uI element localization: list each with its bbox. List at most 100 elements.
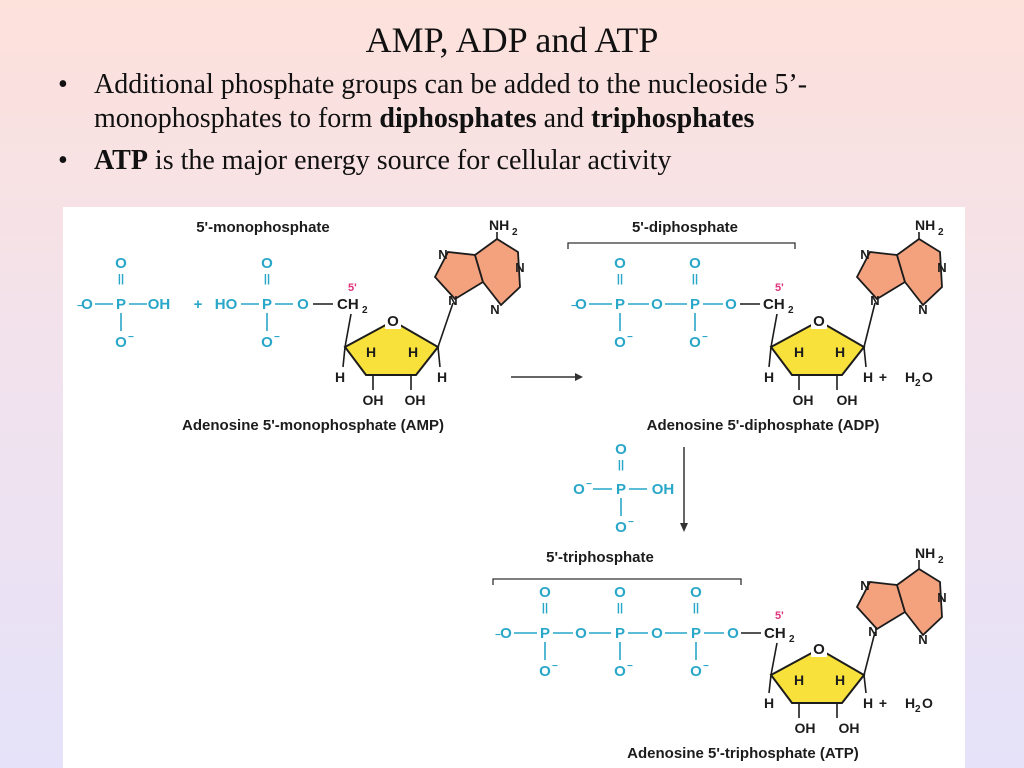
svg-text:O: O [689, 334, 701, 351]
svg-text:CH: CH [764, 625, 786, 642]
svg-text:2: 2 [512, 227, 518, 238]
svg-text:H: H [905, 369, 915, 385]
svg-text:H: H [835, 672, 845, 688]
svg-text:H: H [863, 695, 873, 711]
adp-phosphates: − O O || P O − O O || P O − O CH 2 5' [571, 255, 794, 351]
bullet-mark: • [58, 69, 68, 100]
mono-header: 5'-monophosphate [196, 219, 330, 236]
svg-text:H: H [794, 344, 804, 360]
nucleotide-figure: 5'-monophosphate O || − O P OH O − + HO … [63, 207, 965, 768]
svg-text:5': 5' [775, 610, 784, 622]
svg-text:−: − [495, 630, 501, 641]
svg-text:N: N [918, 302, 927, 317]
svg-text:O: O [651, 625, 663, 642]
svg-text:−: − [571, 301, 577, 312]
atp-ribose: O H H H H OH OH [764, 631, 876, 736]
svg-text:OH: OH [405, 392, 426, 408]
svg-text:O: O [615, 441, 627, 458]
bullet-item-1: • Additional phosphate groups can be add… [58, 68, 988, 136]
svg-text:H: H [437, 369, 447, 385]
svg-text:OH: OH [837, 392, 858, 408]
svg-text:O: O [922, 695, 933, 711]
svg-text:CH: CH [337, 296, 359, 313]
svg-text:H: H [366, 344, 376, 360]
svg-text:O: O [725, 296, 737, 313]
svg-text:−: − [627, 661, 633, 672]
svg-text:O: O [614, 584, 626, 601]
svg-text:O: O [690, 584, 702, 601]
arrow-amp-to-adp [511, 373, 583, 381]
svg-text:−: − [628, 517, 634, 528]
svg-text:OH: OH [363, 392, 384, 408]
atp-label: Adenosine 5'-triphosphate (ATP) [627, 745, 859, 762]
bullet-bold-term: diphosphates [379, 103, 537, 134]
bullet-bold-term: ATP [94, 145, 148, 176]
svg-text:O: O [115, 255, 127, 272]
svg-text:+: + [879, 695, 887, 711]
svg-text:CH: CH [763, 296, 785, 313]
svg-text:H: H [905, 695, 915, 711]
tri-header: 5'-triphosphate [546, 549, 654, 566]
svg-text:H: H [863, 369, 873, 385]
svg-text:2: 2 [915, 704, 921, 715]
svg-text:NH: NH [915, 217, 935, 233]
svg-text:5': 5' [775, 282, 784, 294]
svg-text:2: 2 [362, 305, 368, 316]
slide-title: AMP, ADP and ATP [365, 20, 659, 60]
bullet-text: and [536, 103, 592, 134]
svg-text:P: P [616, 481, 626, 498]
svg-text:P: P [540, 625, 550, 642]
svg-text:N: N [868, 624, 877, 639]
svg-text:2: 2 [915, 378, 921, 389]
svg-text:||: || [692, 273, 698, 285]
svg-text:O: O [813, 313, 825, 330]
svg-text:N: N [937, 590, 946, 605]
svg-text:H: H [335, 369, 345, 385]
svg-text:O: O [727, 625, 739, 642]
svg-text:O: O [387, 313, 399, 330]
svg-text:−: − [703, 661, 709, 672]
svg-text:O: O [922, 369, 933, 385]
svg-text:||: || [264, 273, 270, 285]
svg-text:2: 2 [788, 305, 794, 316]
svg-text:OH: OH [793, 392, 814, 408]
svg-text:O: O [500, 625, 512, 642]
bullet-text: Additional phosphate groups can be added… [94, 69, 808, 134]
svg-text:O: O [614, 334, 626, 351]
svg-text:H: H [764, 695, 774, 711]
svg-text:−: − [702, 332, 708, 343]
svg-text:N: N [918, 632, 927, 647]
svg-text:O: O [575, 296, 587, 313]
svg-text:P: P [690, 296, 700, 313]
svg-text:O: O [261, 334, 273, 351]
plus-sign: + [194, 296, 203, 313]
svg-text:O: O [689, 255, 701, 272]
svg-text:H: H [835, 344, 845, 360]
svg-text:HO: HO [215, 296, 238, 313]
amp-adenine: N N N N NH 2 [433, 217, 525, 317]
di-bracket [567, 242, 796, 249]
svg-text:O: O [651, 296, 663, 313]
tri-bracket [492, 578, 742, 585]
incoming-phosphate: O || O − P OH O − [573, 441, 674, 536]
svg-text:O: O [115, 334, 127, 351]
svg-text:−: − [627, 332, 633, 343]
atp-water-product: + H 2 O [879, 695, 933, 715]
svg-text:O: O [614, 663, 626, 680]
svg-text:O: O [539, 663, 551, 680]
svg-text:||: || [542, 602, 548, 614]
adp-ribose: O H H H H OH OH [764, 302, 876, 408]
svg-text:2: 2 [789, 634, 795, 645]
svg-text:P: P [691, 625, 701, 642]
svg-text:N: N [438, 247, 447, 262]
svg-text:N: N [870, 293, 879, 308]
svg-text:O: O [81, 296, 93, 313]
svg-text:||: || [617, 602, 623, 614]
svg-text:O: O [539, 584, 551, 601]
svg-text:NH: NH [489, 217, 509, 233]
svg-text:O: O [813, 641, 825, 658]
atp-adenine: N N N N NH 2 [855, 545, 947, 647]
bullet-mark: • [58, 145, 68, 176]
svg-text:N: N [448, 293, 457, 308]
svg-text:−: − [77, 301, 83, 312]
